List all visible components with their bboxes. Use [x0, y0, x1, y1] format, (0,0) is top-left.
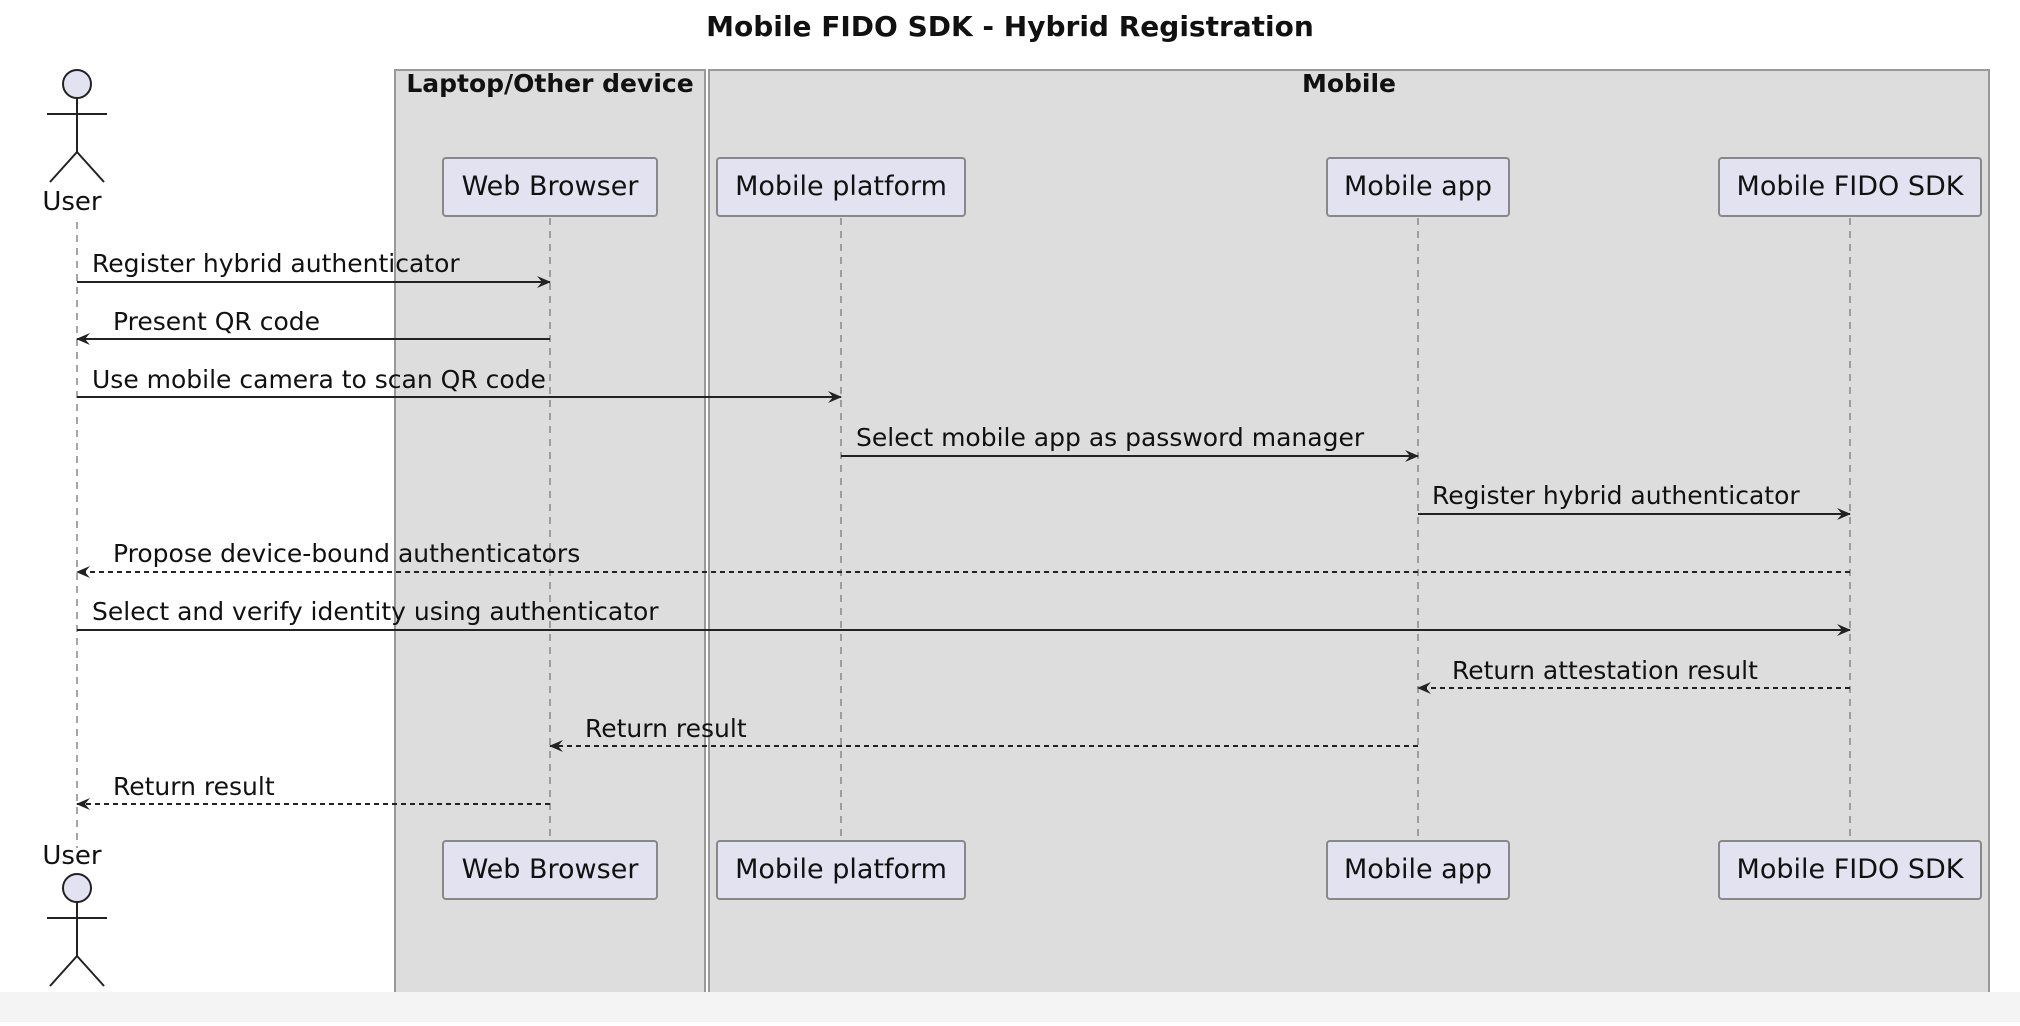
- participant-app-label: Mobile app: [1344, 171, 1492, 202]
- message-label: Return result: [585, 714, 747, 743]
- participant-sdk-top: Mobile FIDO SDK: [1718, 157, 1982, 217]
- participant-app-bottom: Mobile app: [1326, 840, 1510, 900]
- participant-sdk-bottom: Mobile FIDO SDK: [1718, 840, 1982, 900]
- participant-platform-label: Mobile platform: [735, 854, 947, 885]
- message-label: Register hybrid authenticator: [92, 249, 460, 278]
- message-9: Return result: [549, 714, 1418, 752]
- message-label: Return result: [113, 772, 275, 801]
- participant-platform-bottom: Mobile platform: [716, 840, 966, 900]
- actor-user-label-top: User: [42, 187, 102, 217]
- message-label: Return attestation result: [1452, 656, 1758, 685]
- message-3: Use mobile camera to scan QR code: [77, 365, 842, 403]
- group-laptop-label: Laptop/Other device: [406, 69, 693, 98]
- actor-user-top: User: [42, 69, 107, 217]
- message-label: Use mobile camera to scan QR code: [92, 365, 546, 394]
- actor-user-bottom: User: [42, 841, 107, 987]
- message-label: Present QR code: [113, 307, 320, 336]
- participant-platform-top: Mobile platform: [716, 157, 966, 217]
- participant-browser-top: Web Browser: [442, 157, 658, 217]
- message-8: Return attestation result: [1417, 656, 1850, 694]
- participant-platform-label: Mobile platform: [735, 171, 947, 202]
- message-1: Register hybrid authenticator: [77, 249, 551, 288]
- actor-figure-icon: [47, 873, 107, 987]
- group-mobile-label: Mobile: [1302, 69, 1396, 98]
- message-label: Propose device-bound authenticators: [113, 539, 580, 568]
- message-6: Propose device-bound authenticators: [76, 539, 1850, 578]
- message-5: Register hybrid authenticator: [1418, 481, 1851, 520]
- actor-user-label-bottom: User: [42, 841, 102, 871]
- message-4: Select mobile app as password manager: [841, 423, 1419, 462]
- participant-browser-bottom: Web Browser: [442, 840, 658, 900]
- diagram-title: Mobile FIDO SDK - Hybrid Registration: [706, 10, 1314, 43]
- canvas-footer-strip: [0, 992, 2020, 1022]
- participant-browser-label: Web Browser: [462, 854, 640, 885]
- message-7: Select and verify identity using authent…: [77, 597, 1851, 636]
- message-label: Select and verify identity using authent…: [92, 597, 659, 626]
- message-10: Return result: [76, 772, 550, 810]
- participant-app-top: Mobile app: [1326, 157, 1510, 217]
- message-2: Present QR code: [76, 307, 550, 345]
- participant-browser-label: Web Browser: [462, 171, 640, 202]
- message-label: Select mobile app as password manager: [856, 423, 1365, 452]
- message-label: Register hybrid authenticator: [1432, 481, 1800, 510]
- participant-sdk-label: Mobile FIDO SDK: [1737, 854, 1965, 885]
- participant-sdk-label: Mobile FIDO SDK: [1737, 171, 1965, 202]
- participant-app-label: Mobile app: [1344, 854, 1492, 885]
- actor-figure-icon: [47, 69, 107, 183]
